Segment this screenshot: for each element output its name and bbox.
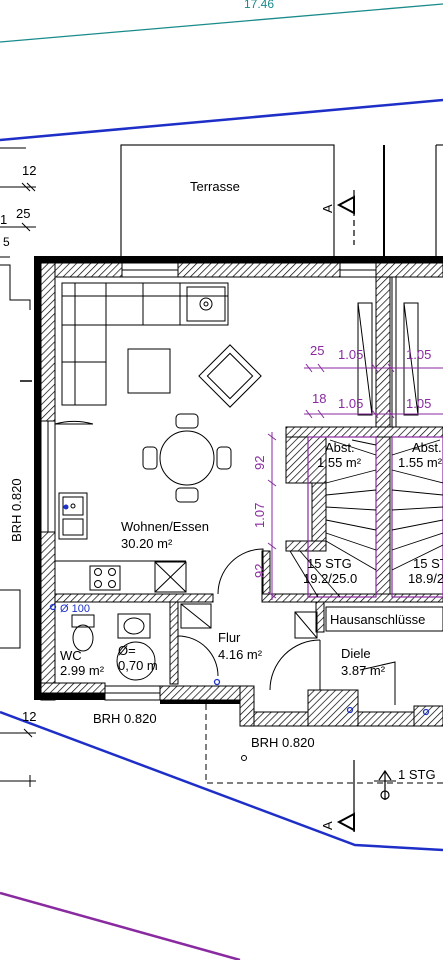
dim-purple-105-b: 1.05 (406, 347, 431, 362)
top-dimension-label: 17.46 (244, 0, 274, 11)
door-wc (177, 635, 219, 677)
hausanschluesse-label: Hausanschlüsse (330, 612, 425, 627)
interior-walls (54, 276, 443, 685)
dim-purple-18: 18 (312, 391, 326, 406)
flur-marker-icon (213, 678, 221, 686)
dim-left-5: 5 (3, 235, 10, 249)
bottom-point-icon (241, 755, 247, 761)
purple-dimension-lines (267, 363, 443, 600)
brh-left-label: BRH 0.820 (9, 478, 24, 542)
door-entry (359, 661, 396, 705)
dim-purple-92-bottom: 92 (252, 564, 267, 578)
stg-arrow-origin-icon (380, 790, 390, 800)
stairs-right (391, 439, 443, 571)
dim-purple-105-c: 1.05 (338, 396, 363, 411)
door-diele (269, 639, 321, 691)
dim-left-12-top: 12 (22, 163, 36, 178)
brh-bottom-mid: BRH 0.820 (251, 735, 315, 750)
dim-purple-107: 1.07 (252, 503, 267, 528)
abst-left-name: Abst. (325, 440, 355, 455)
left-window-frame (0, 264, 31, 310)
sofa (61, 282, 229, 406)
wc-area: 2.99 m² (60, 663, 105, 678)
dining-table (142, 413, 232, 503)
pipe-marker (63, 504, 69, 510)
stairs-left (289, 439, 377, 598)
door-wohnen-flur (217, 548, 264, 595)
shower-diameter-b: 0,70 m (118, 658, 158, 673)
dim-left-25: 25 (16, 206, 30, 221)
diele-cabinet-x (294, 611, 318, 639)
diele-name: Diele (341, 646, 371, 661)
stg-bottom-label: 1 STG (398, 767, 436, 782)
entry-marker-2-icon (422, 708, 430, 716)
diele-cabinet (294, 611, 318, 639)
dim-purple-25: 25 (310, 343, 324, 358)
brh-bottom-left: BRH 0.820 (93, 711, 157, 726)
left-wall-return (0, 589, 21, 649)
terrasse-outline (120, 144, 335, 258)
dim-purple-92-top: 92 (252, 456, 267, 470)
section-label-bottom: A (320, 821, 335, 830)
terrasse-label: Terrasse (190, 179, 240, 194)
hausanschluesse-box (325, 606, 443, 632)
kitchen (55, 492, 187, 593)
wohnen-name: Wohnen/Essen (121, 519, 209, 534)
site-line-teal (0, 3, 443, 43)
site-boundary-bottom (0, 710, 443, 852)
windows (40, 262, 377, 701)
coffee-table (127, 348, 171, 394)
site-boundary-top (0, 98, 443, 142)
stg-arrow-head-icon (378, 769, 392, 781)
stair-left-count: 15 STG (307, 556, 352, 571)
right-house-lines (357, 277, 419, 427)
wc-fixtures (71, 613, 156, 681)
section-label-top: A (320, 204, 335, 213)
exterior-walls (34, 256, 443, 727)
left-dimension-marks (0, 147, 36, 787)
dim-left-12-bottom: 12 (22, 709, 36, 724)
dim-purple-105-d: 1.05 (406, 396, 431, 411)
abst-left-area: 1.55 m² (317, 455, 362, 470)
section-arrow-top-icon (336, 195, 355, 215)
flur-name: Flur (218, 630, 241, 645)
wohnen-area: 30.20 m² (121, 536, 173, 551)
section-arrow-bottom-icon (336, 812, 355, 832)
armchair (198, 344, 262, 408)
dim-purple-105-a: 1.05 (338, 347, 363, 362)
abst-right-area: 1.55 m² (398, 455, 443, 470)
entry-marker-1-icon (346, 706, 354, 714)
pipe-marker-wc (49, 603, 57, 611)
flur-area: 4.16 m² (218, 647, 263, 662)
flur-cabinet-x1 (180, 603, 212, 629)
pipe-label: Ø 100 (60, 603, 90, 615)
dim-left-1: 1 (0, 212, 7, 227)
flur-cabinet (180, 603, 212, 629)
stair-right-ratio: 18.9/25.0 (408, 571, 443, 586)
site-boundary-purple (0, 891, 241, 960)
stair-right-count: 15 STG (413, 556, 443, 571)
abst-right-name: Abst. (412, 440, 442, 455)
wc-name: WC (60, 648, 82, 663)
stair-enclosure (307, 436, 443, 598)
stair-left-ratio: 19.2/25.0 (303, 571, 357, 586)
shower-diameter-a: Ø= (118, 643, 136, 658)
